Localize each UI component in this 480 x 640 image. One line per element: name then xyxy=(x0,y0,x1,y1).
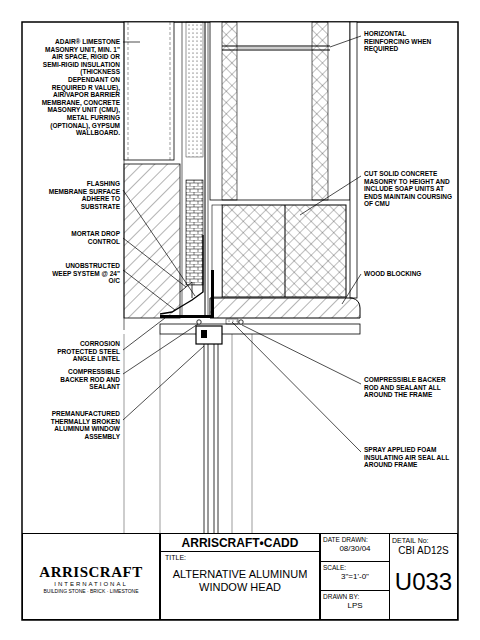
cell-text: U033 xyxy=(392,567,455,597)
sheet-border xyxy=(22,22,458,620)
cell-text: LPS xyxy=(323,601,387,611)
title-block-cell: DATE DRAWN:08/30/04 xyxy=(320,533,390,562)
cell-text: ARRISCRAFT•CADD xyxy=(163,536,317,550)
cell-text: ALTERNATIVE ALUMINUM WINDOW HEAD xyxy=(165,568,315,594)
title-block-cell: SCALE:3"=1'-0" xyxy=(320,561,390,591)
cell-text: DRAWN BY: xyxy=(323,593,387,601)
gypsum xyxy=(350,22,357,298)
window-frame xyxy=(196,326,222,344)
leader-lines xyxy=(123,36,361,452)
cell-text: CBI AD12S xyxy=(392,545,455,557)
wood-blocking xyxy=(210,298,360,318)
cell-text: 3"=1'-0" xyxy=(323,572,387,582)
title-block-cell: DRAWN BY:LPS xyxy=(320,590,390,620)
steel-lintel xyxy=(160,270,214,318)
callout-label: UNOBSTRUCTED WEEP SYSTEM @ 24" O/C xyxy=(48,262,120,285)
title-block-cell: DETAIL No:CBI AD12S U033 xyxy=(389,533,458,620)
cell-text: BUILDING STONE · BRICK · LIMESTONE xyxy=(25,588,157,595)
flashing xyxy=(160,235,203,314)
callout-label: HORIZONTAL REINFORCING WHEN REQUIRED xyxy=(364,30,452,53)
cmu-upper xyxy=(210,22,350,200)
limestone-lower xyxy=(124,164,180,318)
cell-text: ARRISCRAFT xyxy=(25,564,157,580)
callout-label: SPRAY APPLIED FOAM INSULATING AIR SEAL A… xyxy=(364,446,452,469)
insulation xyxy=(186,180,203,285)
callout-label: CORROSION PROTECTED STEEL ANGLE LINTEL xyxy=(48,340,120,363)
cell-text: DETAIL No: xyxy=(392,536,455,545)
cell-text: DATE DRAWN: xyxy=(323,536,387,544)
cell-text: INTERNATIONAL xyxy=(25,580,157,588)
callout-label: COMPRESSIBLE BACKER ROD AND SEALANT ALL … xyxy=(364,376,452,399)
callout-label: MORTAR DROP CONTROL xyxy=(48,230,120,245)
solid-cmu xyxy=(222,205,346,297)
title-block-cell: TITLE: ALTERNATIVE ALUMINUM WINDOW HEAD xyxy=(160,551,320,620)
title-block-cell: ARRISCRAFTINTERNATIONALBUILDING STONE · … xyxy=(22,533,160,620)
callout-label: CUT SOLID CONCRETE MASONRY TO HEIGHT AND… xyxy=(364,170,452,208)
cell-text: SCALE: xyxy=(323,564,387,572)
callout-label: PREMANUFACTURED THERMALLY BROKEN ALUMINU… xyxy=(48,410,120,440)
callout-label: WOOD BLOCKING xyxy=(364,270,452,278)
callout-label: COMPRESSIBLE BACKER ROD AND SEALANT xyxy=(48,368,120,391)
cell-text: TITLE: xyxy=(165,554,315,562)
callout-label: FLASHING MEMBRANE SURFACE ADHERE TO SUBS… xyxy=(48,180,120,210)
callout-label: ADAIR® LIMESTONE MASONRY UNIT, MIN. 1" A… xyxy=(40,38,120,137)
cell-text: 08/30/04 xyxy=(323,544,387,554)
title-block-cell: ARRISCRAFT•CADD xyxy=(160,533,320,552)
limestone-upper xyxy=(124,22,174,160)
